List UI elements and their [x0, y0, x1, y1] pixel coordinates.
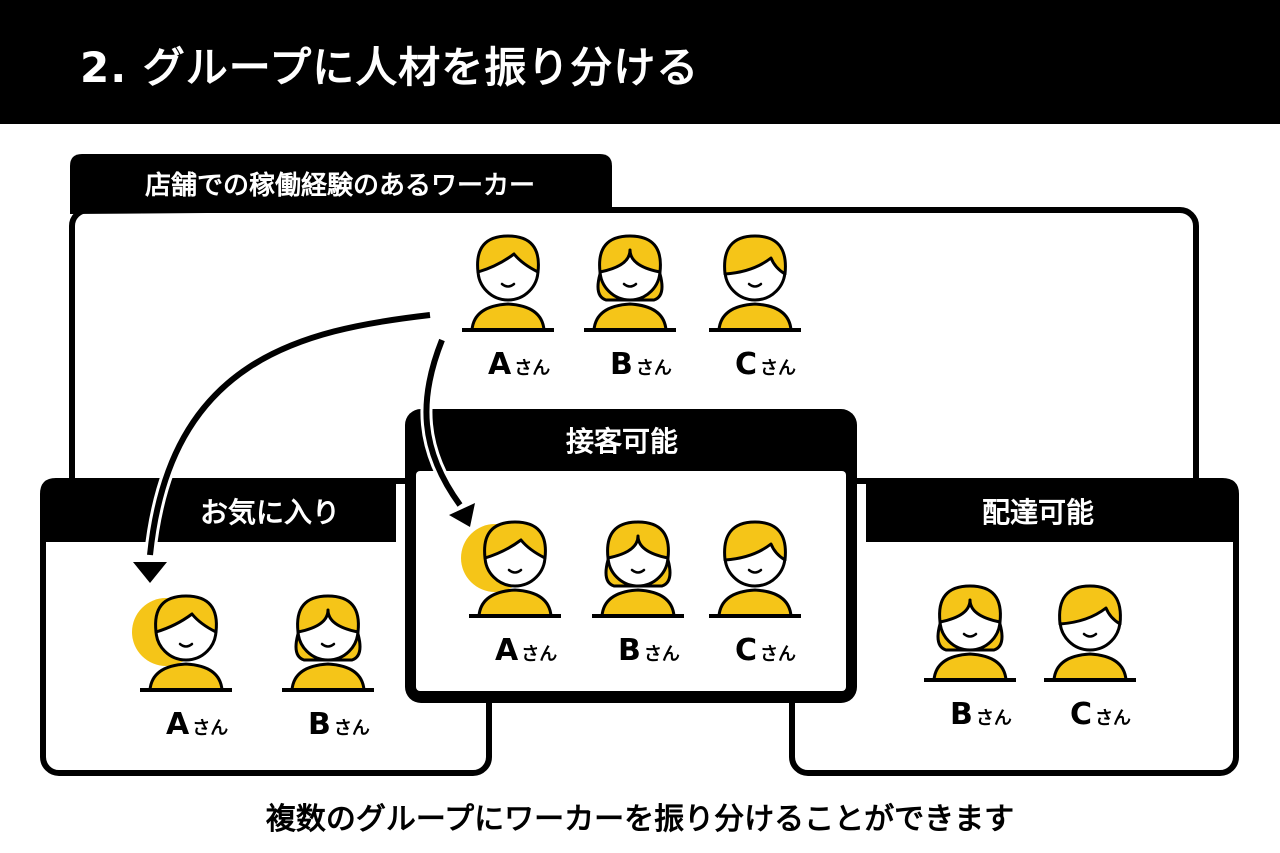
group-delivery: 配達可能 [789, 478, 1239, 776]
group-delivery-label: 配達可能 [982, 496, 1094, 529]
person-avatar-icon [709, 234, 801, 332]
group-experienced-label: 店舗での稼働経験のあるワーカー [145, 170, 535, 201]
person-avatar-icon [461, 520, 561, 618]
header-bar: 2. グループに人材を振り分ける [0, 0, 1280, 124]
footer-caption: 複数のグループにワーカーを振り分けることができます [265, 802, 1015, 837]
arrow-icon [133, 309, 431, 583]
person-avatar-icon [462, 234, 554, 332]
group-experienced: 店舗での稼働経験のあるワーカー [69, 154, 1199, 543]
arrow-icon [420, 337, 475, 527]
group-favorites-label: お気に入り [200, 496, 340, 529]
page-title: 2. グループに人材を振り分ける [80, 43, 700, 92]
person-avatar-icon [282, 594, 374, 692]
person-avatar-icon [1044, 584, 1136, 682]
group-customer-label: 接客可能 [566, 425, 678, 458]
person-avatar-icon [592, 520, 684, 618]
person-avatar-icon [709, 520, 801, 618]
person-avatar-icon [924, 584, 1016, 682]
person-avatar-icon [584, 234, 676, 332]
person-avatar-icon [132, 594, 232, 692]
